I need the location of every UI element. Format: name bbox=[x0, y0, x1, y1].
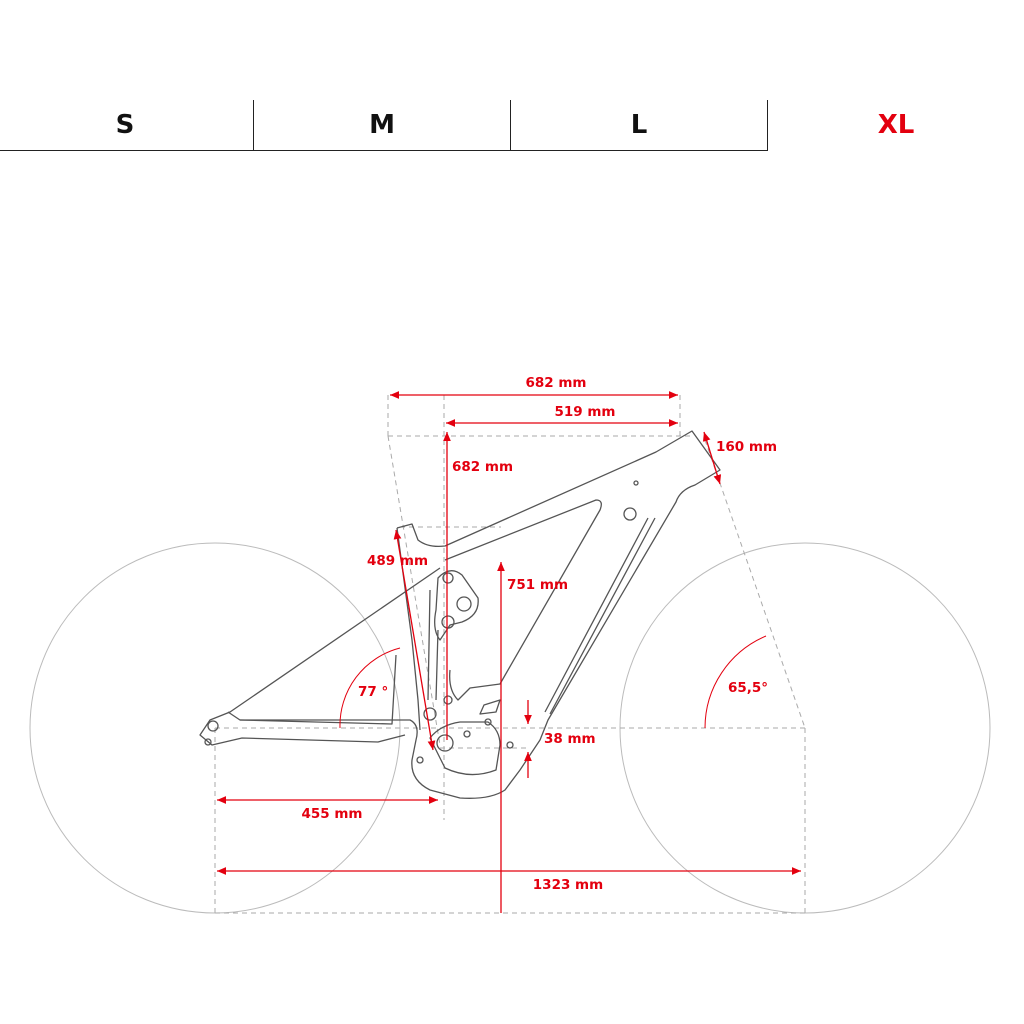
down-tube-guard bbox=[544, 517, 656, 715]
dimension-lines bbox=[217, 391, 801, 913]
stack-label: 682 mm bbox=[452, 459, 513, 475]
tab-size-l[interactable]: L bbox=[511, 100, 768, 151]
rocker-link bbox=[434, 570, 479, 641]
tab-label: S bbox=[115, 110, 135, 140]
bb-drop-label: 38 mm bbox=[544, 731, 596, 747]
chainstay-label: 455 mm bbox=[301, 806, 362, 822]
standover-label: 751 mm bbox=[507, 577, 568, 593]
seatstay bbox=[199, 567, 441, 746]
motor-housing bbox=[429, 721, 501, 776]
reach-total-label: 682 mm bbox=[525, 375, 586, 391]
down-tube bbox=[444, 499, 602, 701]
tab-label: XL bbox=[877, 110, 915, 140]
tab-size-m[interactable]: M bbox=[254, 100, 511, 151]
tab-size-xl[interactable]: XL bbox=[768, 100, 1024, 150]
reach-label: 519 mm bbox=[554, 404, 615, 420]
wheelbase-label: 1323 mm bbox=[533, 877, 603, 893]
head-tube-label: 160 mm bbox=[716, 439, 777, 455]
head-angle-label: 65,5° bbox=[728, 680, 768, 696]
tab-size-s[interactable]: S bbox=[0, 100, 254, 151]
mudguard-slot bbox=[479, 699, 501, 715]
head-angle-arc bbox=[704, 635, 767, 729]
bike-frame bbox=[199, 430, 721, 799]
seat-tube-label: 489 mm bbox=[367, 553, 428, 569]
tab-label: L bbox=[630, 110, 648, 140]
seat-angle-label: 77 ° bbox=[358, 684, 388, 700]
size-tabs: S M L XL bbox=[0, 100, 1024, 152]
seat-angle-arc bbox=[339, 647, 401, 729]
tab-label: M bbox=[369, 110, 395, 140]
